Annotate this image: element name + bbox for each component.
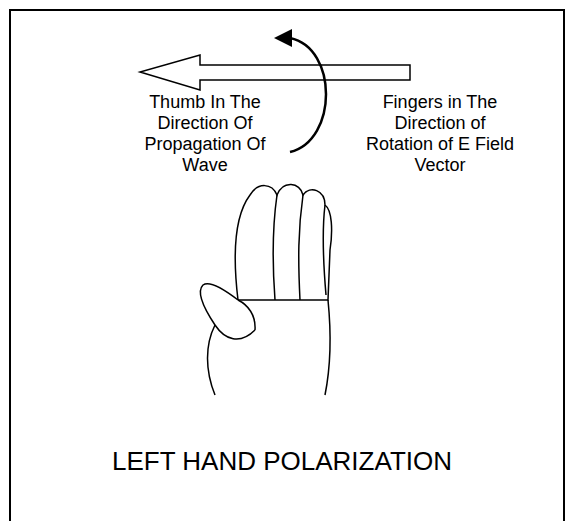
diagram-title-label: LEFT HAND POLARIZATION: [112, 446, 452, 476]
hand-drawing: [201, 184, 332, 395]
rotation-arrowhead: [274, 29, 292, 47]
frame: [10, 10, 564, 521]
rotation-arrow: [290, 38, 326, 152]
thumb-note: Thumb In The Direction Of Propagation Of…: [130, 92, 280, 176]
propagation-arrow: [140, 55, 410, 90]
fingers-note: Fingers in The Direction of Rotation of …: [365, 92, 515, 176]
